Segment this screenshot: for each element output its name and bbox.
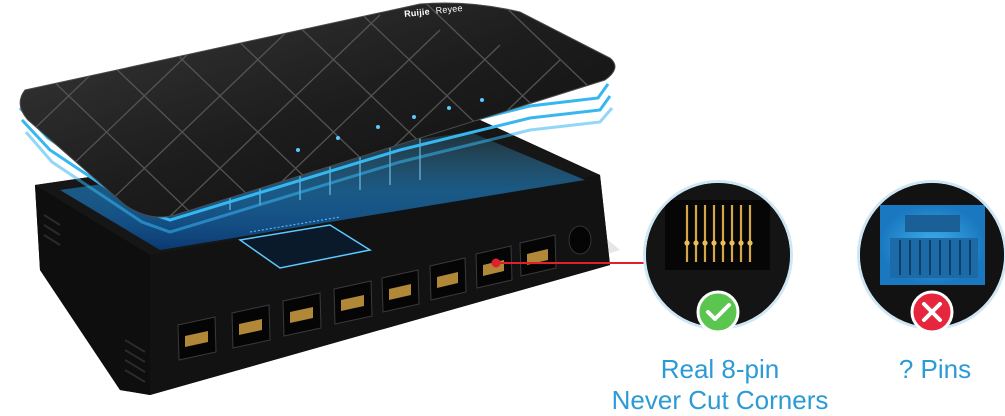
vent-slots [43, 214, 146, 383]
port-2 [231, 304, 271, 349]
cross-icon [910, 290, 954, 334]
port-1 [177, 316, 217, 361]
real-pin-caption-line2: Never Cut Corners [611, 385, 829, 415]
real-pin-caption: Real 8-pin Never Cut Corners [595, 354, 845, 416]
fake-pin-magnifier [857, 180, 1005, 334]
real-pin-caption-line1: Real 8-pin [660, 354, 780, 384]
port-3 [282, 292, 322, 337]
status-leds [296, 98, 484, 152]
fake-pin-caption: ? Pins [870, 354, 1000, 385]
check-icon [696, 290, 740, 334]
real-pin-magnifier [643, 180, 793, 334]
chip [238, 216, 372, 269]
fake-pin-caption-line1: ? Pins [898, 354, 972, 384]
circuit-glow [60, 132, 585, 250]
port-5 [381, 269, 420, 313]
port-8 [519, 234, 557, 277]
dc-power-port [568, 225, 592, 255]
ethernet-ports [177, 225, 592, 361]
port-4 [333, 280, 373, 325]
port-6 [429, 257, 467, 301]
